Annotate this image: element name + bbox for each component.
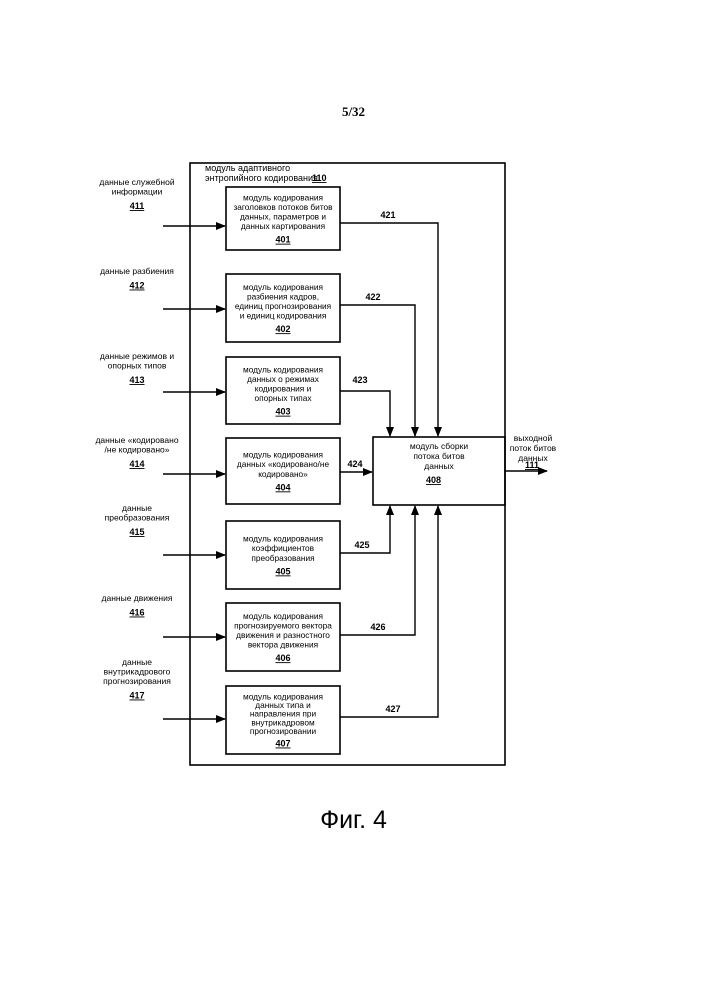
module-ref-402: 402 [275,324,290,334]
input-ref-411: 411 [130,201,145,211]
module-label-406-line2: прогнозируемого вектора [234,620,332,630]
main-module-ref: 110 [312,173,327,183]
connection-426 [340,506,415,635]
assembler-label-1: модуль сборки [410,441,468,451]
module-label-407-line5: прогнозировании [250,726,317,736]
module-ref-404: 404 [275,482,290,492]
input-ref-413: 413 [129,375,144,385]
input-label-417-line3: прогнозирования [103,676,171,686]
module-label-404-line3: кодировано» [258,469,308,479]
output-label-2: поток битов [510,443,557,453]
module-label-405-line3: преобразования [251,553,314,563]
input-ref-416: 416 [129,608,144,618]
output-ref: 111 [525,460,539,470]
module-label-403-line4: опорных типах [254,393,312,403]
module-label-402-line2: разбиения кадров, [247,291,319,301]
connection-ref-421: 421 [380,210,395,220]
module-ref-405: 405 [275,566,290,576]
input-label-414-line1: данные «кодировано [95,435,178,445]
module-label-406-line1: модуль кодирования [243,611,323,621]
connection-421 [340,223,438,436]
module-label-401-line2: заголовков потоков битов [233,202,333,212]
input-label-417-line2: внутрикадрового [104,667,171,677]
connection-423 [340,391,390,436]
module-label-402-line4: и единиц кодирования [240,311,327,321]
input-ref-412: 412 [129,281,144,291]
input-label-412-line1: данные разбиения [100,266,174,276]
input-ref-417: 417 [129,691,144,701]
module-label-406-line3: движения и разностного [236,630,330,640]
connection-ref-424: 424 [347,459,362,469]
connection-ref-423: 423 [352,375,367,385]
module-ref-406: 406 [275,653,290,663]
input-ref-414: 414 [129,459,144,469]
figure-caption: Фиг. 4 [0,806,707,835]
inputs-layer: данные служебнойинформации 411 данные разб… [95,177,225,719]
connection-ref-425: 425 [354,540,369,550]
input-label-414-line2: /не кодировано» [105,445,170,455]
assembler-label-2: потока битов [413,451,465,461]
input-label-413-line2: опорных типов [108,361,167,371]
input-label-411-line2: информации [112,187,163,197]
connection-ref-427: 427 [385,704,400,714]
module-label-406-line4: вектора движения [248,640,318,650]
module-label-402-line1: модуль кодирования [243,282,323,292]
assembler-label-3: данных [424,461,454,471]
input-label-416-line1: данные движения [102,593,173,603]
module-ref-401: 401 [275,235,290,245]
module-label-403-line2: данных о режимах [247,374,320,384]
connection-427 [340,506,438,717]
module-label-404-line1: модуль кодирования [243,450,323,460]
main-module-title-1: модуль адаптивного [205,163,290,173]
module-label-403-line1: модуль кодирования [243,364,323,374]
module-label-401-line3: данных, параметров и [240,212,326,222]
module-ref-407: 407 [275,739,290,749]
module-label-402-line3: единиц прогнозирования [235,301,331,311]
assembler-ref: 408 [426,475,441,485]
output-label-1: выходной [514,433,553,443]
input-label-415-line1: данные [122,503,152,513]
main-module-title-2: энтропийного кодирования [205,173,318,183]
module-label-405-line1: модуль кодирования [243,534,323,544]
connection-ref-426: 426 [370,622,385,632]
connection-ref-422: 422 [365,292,380,302]
input-label-413-line1: данные режимов и [100,351,175,361]
input-label-415-line2: преобразования [105,513,170,523]
module-ref-403: 403 [275,407,290,417]
module-label-403-line3: кодирования и [255,384,312,394]
modules-layer: модуль кодированиязаголовков потоков бит… [226,187,340,754]
connection-422 [340,305,415,436]
module-label-405-line2: коэффициентов [252,543,315,553]
input-label-411-line1: данные служебной [99,177,174,187]
input-ref-415: 415 [129,527,144,537]
input-label-417-line1: данные [122,657,152,667]
module-label-401-line1: модуль кодирования [243,192,323,202]
module-label-404-line2: данных «кодировано/не [237,459,330,469]
module-label-401-line4: данных картирования [241,221,325,231]
